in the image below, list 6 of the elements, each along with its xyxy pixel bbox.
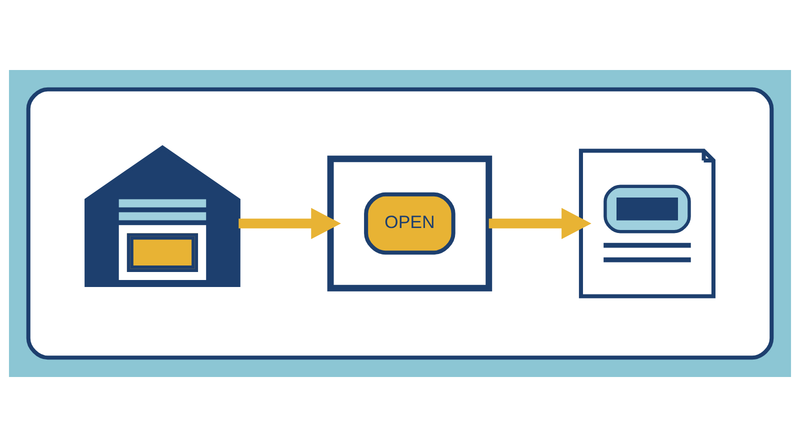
node-box: OPEN <box>364 192 456 255</box>
arrow <box>238 208 341 240</box>
node-picture <box>84 145 240 287</box>
cluster <box>26 87 774 360</box>
cluster <box>327 156 492 292</box>
arrow <box>488 208 592 240</box>
